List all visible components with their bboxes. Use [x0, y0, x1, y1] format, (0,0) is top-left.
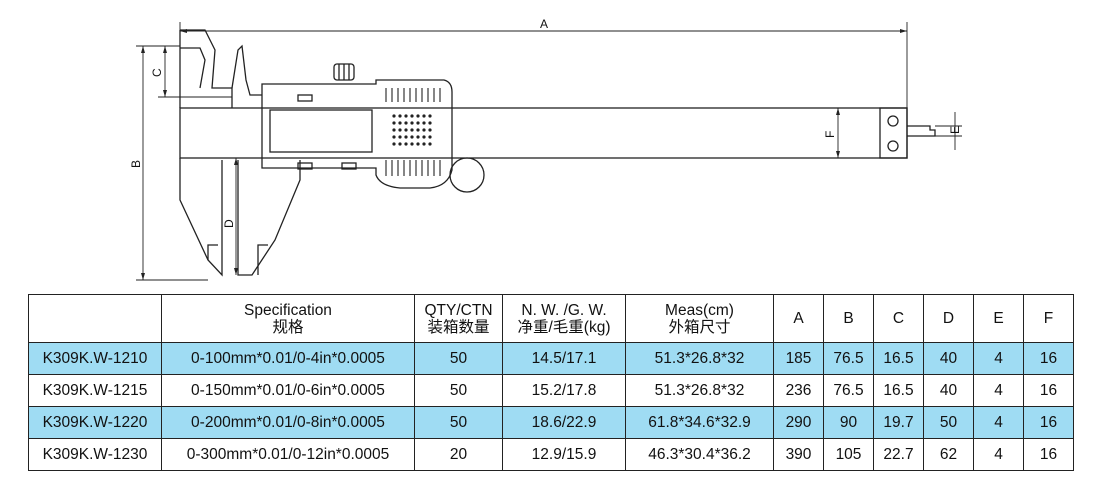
cell-a: 390 [773, 438, 824, 471]
dim-label-b: B [129, 160, 143, 168]
cell-d: 50 [923, 406, 974, 439]
end-screw-bottom [887, 140, 899, 152]
cell-f: 16 [1023, 438, 1074, 471]
cell-e: 4 [973, 374, 1024, 407]
cell-c: 19.7 [873, 406, 924, 439]
cell-qty: 20 [414, 438, 503, 471]
cell-model: K309K.W-1210 [28, 342, 162, 375]
display-button-right [341, 162, 357, 170]
cell-model: K309K.W-1215 [28, 374, 162, 407]
caliper-beam [179, 107, 908, 159]
caliper-drawing: A B C D F E [129, 17, 962, 281]
lcd-display [269, 109, 373, 153]
dim-label-e: E [948, 126, 962, 134]
header-b: B [823, 294, 874, 343]
lower-sliding-jaw [237, 160, 301, 276]
cell-e: 4 [973, 438, 1024, 471]
dim-label-c: C [150, 68, 164, 77]
cell-a: 185 [773, 342, 824, 375]
cell-qty: 50 [414, 374, 503, 407]
cell-qty: 50 [414, 342, 503, 375]
cell-weight: 12.9/15.9 [502, 438, 626, 471]
table-row: K309K.W-1220 0-200mm*0.01/0-8in*0.0005 5… [28, 406, 1074, 439]
header-meas: Meas(cm)外箱尺寸 [625, 294, 774, 343]
cell-model: K309K.W-1230 [28, 438, 162, 471]
cell-b: 76.5 [823, 342, 874, 375]
display-button-left [297, 162, 313, 170]
cell-c: 16.5 [873, 374, 924, 407]
dim-label-f: F [823, 131, 837, 138]
cell-weight: 18.6/22.9 [502, 406, 626, 439]
header-model [28, 294, 162, 343]
cell-weight: 15.2/17.8 [502, 374, 626, 407]
cell-b: 90 [823, 406, 874, 439]
lower-fixed-jaw [179, 158, 223, 277]
cell-b: 76.5 [823, 374, 874, 407]
depth-rod [907, 125, 936, 137]
cell-c: 16.5 [873, 342, 924, 375]
cell-c: 22.7 [873, 438, 924, 471]
table-row: K309K.W-1215 0-150mm*0.01/0-6in*0.0005 5… [28, 374, 1074, 407]
cell-model: K309K.W-1220 [28, 406, 162, 439]
dim-label-a: A [540, 17, 548, 31]
cell-weight: 14.5/17.1 [502, 342, 626, 375]
cell-e: 4 [973, 342, 1024, 375]
cell-d: 62 [923, 438, 974, 471]
cell-meas: 46.3*30.4*36.2 [625, 438, 774, 471]
slider-body [261, 79, 453, 189]
cell-e: 4 [973, 406, 1024, 439]
cell-specification: 0-200mm*0.01/0-8in*0.0005 [161, 406, 415, 439]
header-e: E [973, 294, 1024, 343]
cell-f: 16 [1023, 406, 1074, 439]
cell-f: 16 [1023, 342, 1074, 375]
beam-end-cap [879, 107, 908, 159]
cell-meas: 51.3*26.8*32 [625, 342, 774, 375]
header-d: D [923, 294, 974, 343]
cell-b: 105 [823, 438, 874, 471]
cell-specification: 0-100mm*0.01/0-4in*0.0005 [161, 342, 415, 375]
cell-d: 40 [923, 342, 974, 375]
cell-specification: 0-150mm*0.01/0-6in*0.0005 [161, 374, 415, 407]
header-weight: N. W. /G. W.净重/毛重(kg) [502, 294, 626, 343]
header-c: C [873, 294, 924, 343]
header-f: F [1023, 294, 1074, 343]
cell-meas: 61.8*34.6*32.9 [625, 406, 774, 439]
upper-sliding-jaw [231, 44, 262, 96]
header-a: A [773, 294, 824, 343]
display-button-top [297, 94, 313, 102]
dim-label-d: D [222, 219, 236, 228]
upper-fixed-jaw [179, 29, 233, 108]
table-row: K309K.W-1210 0-100mm*0.01/0-4in*0.0005 5… [28, 342, 1074, 375]
grip-dots [392, 114, 432, 146]
end-screw-top [887, 115, 899, 127]
cell-d: 40 [923, 374, 974, 407]
thumb-wheel [449, 157, 485, 193]
cell-specification: 0-300mm*0.01/0-12in*0.0005 [161, 438, 415, 471]
cell-a: 290 [773, 406, 824, 439]
table-row: K309K.W-1230 0-300mm*0.01/0-12in*0.0005 … [28, 438, 1074, 471]
cell-meas: 51.3*26.8*32 [625, 374, 774, 407]
cell-f: 16 [1023, 374, 1074, 407]
cell-qty: 50 [414, 406, 503, 439]
cell-a: 236 [773, 374, 824, 407]
